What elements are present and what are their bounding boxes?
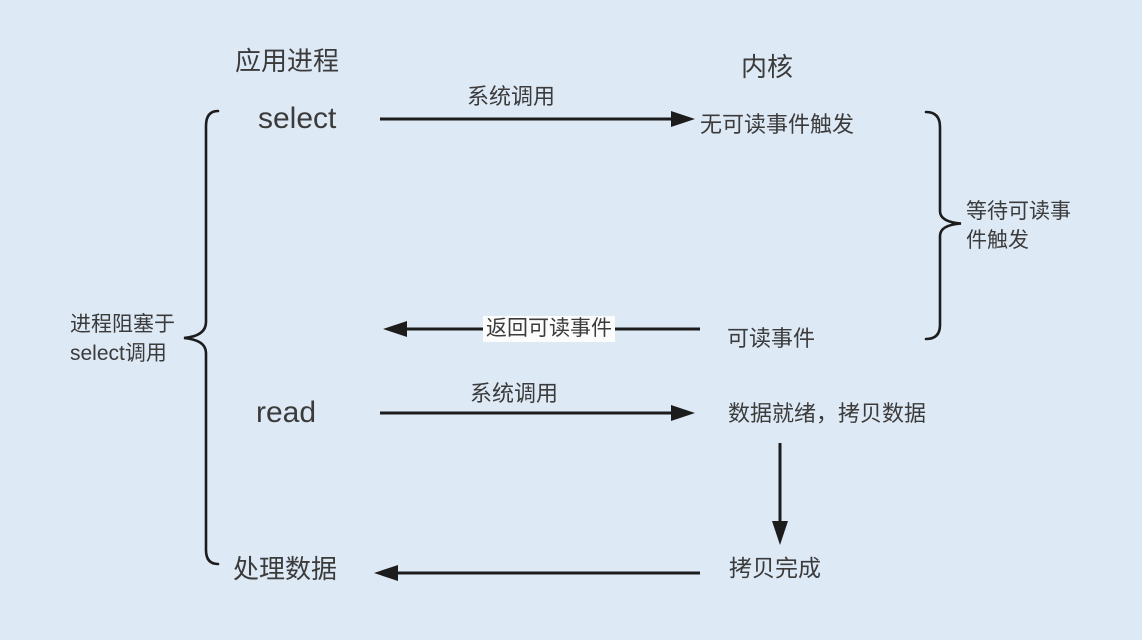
select-label: select bbox=[258, 102, 337, 135]
read-label: read bbox=[256, 396, 317, 429]
arrowhead-left-icon bbox=[383, 321, 407, 337]
header-kernel: 内核 bbox=[741, 52, 794, 82]
wait-readable-event-line1: 等待可读事 bbox=[966, 200, 1071, 223]
select-syscall-label: 系统调用 bbox=[467, 84, 556, 109]
arrowhead-right-icon bbox=[671, 405, 695, 421]
arrowhead-right-icon bbox=[671, 111, 695, 127]
wait-readable-event-label: 等待可读事 件触发 bbox=[966, 197, 1071, 255]
copy-complete-label: 拷贝完成 bbox=[729, 555, 821, 581]
blocked-on-select-line2: select调用 bbox=[70, 342, 167, 365]
select-syscall-arrow bbox=[380, 111, 695, 127]
readable-event-label: 可读事件 bbox=[727, 326, 816, 351]
read-syscall-arrow bbox=[380, 405, 695, 421]
copy-down-arrow bbox=[772, 443, 788, 545]
wait-readable-event-line2: 件触发 bbox=[966, 229, 1029, 252]
right-brace bbox=[924, 110, 962, 341]
left-brace bbox=[183, 109, 220, 566]
arrowhead-left-icon bbox=[374, 565, 398, 581]
data-ready-copy-label: 数据就绪，拷贝数据 bbox=[728, 401, 927, 426]
header-app-process: 应用进程 bbox=[235, 46, 340, 76]
read-syscall-label: 系统调用 bbox=[470, 381, 559, 406]
blocked-on-select-label: 进程阻塞于 select调用 bbox=[70, 310, 175, 368]
no-readable-event-label: 无可读事件触发 bbox=[700, 112, 855, 137]
process-data-label: 处理数据 bbox=[233, 554, 338, 584]
return-readable-label: 返回可读事件 bbox=[483, 316, 615, 342]
arrowhead-down-icon bbox=[772, 521, 788, 545]
process-data-return-arrow bbox=[374, 565, 700, 581]
blocked-on-select-line1: 进程阻塞于 bbox=[70, 313, 175, 336]
